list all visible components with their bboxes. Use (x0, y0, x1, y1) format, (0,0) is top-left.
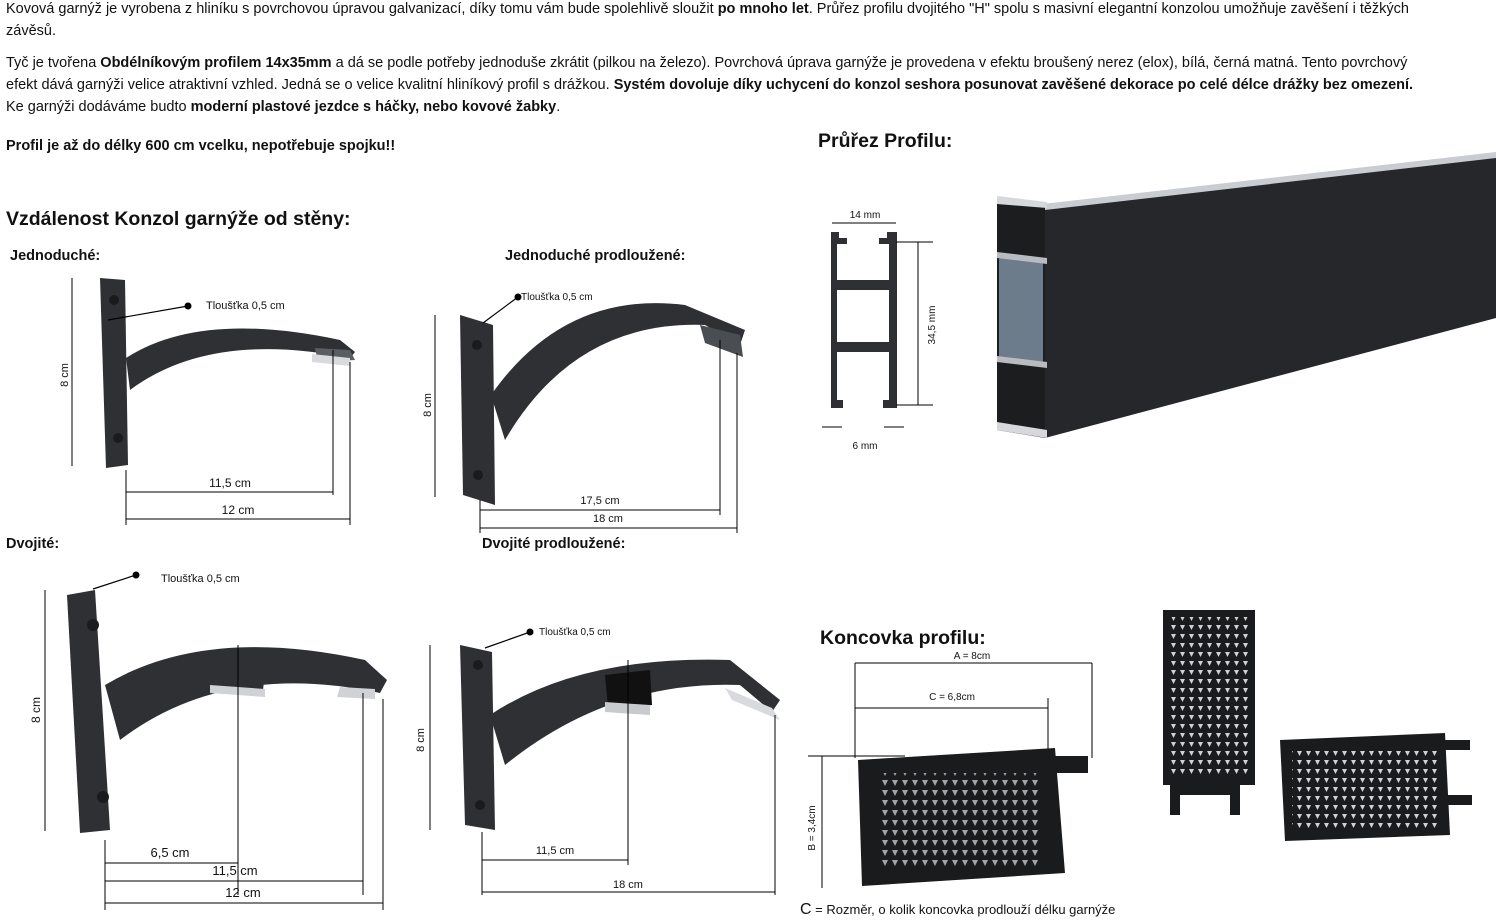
text: . Průřez profilu dvojitého "H" spolu s m… (6, 1, 1409, 39)
bold-text: Systém dovoluje díky uchycení do konzol … (613, 77, 1414, 93)
endcap-b-label: B = 3,4cm (807, 805, 818, 850)
single-bracket-title: Jednoduché: (10, 248, 101, 264)
height-label: 8 cm (59, 363, 71, 387)
profile-cross-section-figure: 14 mm 34,5 mm 6 mm (818, 205, 948, 455)
intro-paragraph-3: Profil je až do délky 600 cm vcelku, nep… (6, 138, 396, 154)
text: Kovová garnýž je vyrobena z hliníku s po… (6, 1, 718, 17)
depth-dim-2: 18 cm (593, 513, 623, 525)
endcap-photos (1160, 605, 1480, 845)
endcap-diagram: A = 8cm C = 6,8cm B = 3,4cm (800, 648, 1110, 898)
thickness-label: Tloušťka 0,5 cm (521, 292, 593, 303)
text: . (556, 99, 561, 115)
depth-dim-2: 11,5 cm (212, 863, 257, 878)
endcap-title: Koncovka profilu: (820, 627, 986, 649)
depth-dim-1: 6,5 cm (150, 845, 189, 860)
bold-text: po mnoho let (717, 1, 809, 17)
height-label: 8 cm (415, 728, 427, 752)
distance-title: Vzdálenost Konzol garnýže od stěny: (6, 208, 351, 230)
text: a dá se podle potřeby jednoduše zkrátit … (6, 55, 1408, 93)
depth-dim-1: 11,5 cm (209, 476, 251, 490)
double-ext-bracket-title: Dvojité prodloužené: (482, 536, 626, 552)
depth-dim-2: 18 cm (613, 879, 643, 891)
text: Ke garnýži dodáváme budto (6, 99, 191, 115)
profile-3d-render (985, 148, 1496, 448)
text: Tyč je tvořena (6, 55, 101, 71)
caption-letter: C (800, 901, 812, 918)
double-ext-bracket-figure: Tloušťka 0,5 cm 8 cm 11,5 cm 18 cm (410, 620, 785, 902)
double-bracket-title: Dvojité: (6, 536, 60, 552)
caption-text: = Rozměr, o kolik koncovka prodlouží dél… (811, 902, 1116, 917)
profile-title: Průřez Profilu: (818, 130, 953, 152)
profile-width-label: 14 mm (850, 210, 881, 221)
profile-slot-label: 6 mm (853, 441, 878, 452)
thickness-label: Tloušťka 0,5 cm (539, 627, 611, 638)
endcap-c-label: C = 6,8cm (929, 692, 975, 703)
bold-text: Obdélníkovým profilem 14x35mm (100, 55, 332, 71)
depth-dim-1: 17,5 cm (580, 495, 619, 507)
intro-paragraph-1: Kovová garnýž je vyrobena z hliníku s po… (6, 0, 1426, 42)
single-ext-bracket-figure: Tloušťka 0,5 cm 8 cm 17,5 cm 18 cm (415, 285, 755, 540)
depth-dim-1: 11,5 cm (536, 845, 574, 857)
depth-dim-3: 12 cm (225, 885, 260, 900)
intro-paragraph-2: Tyč je tvořena Obdélníkovým profilem 14x… (6, 52, 1426, 118)
bold-text: moderní plastové jezdce s háčky, nebo ko… (190, 99, 557, 115)
single-bracket-figure: Tloušťka 0,5 cm 8 cm 11,5 cm 12 cm (50, 270, 370, 530)
endcap-a-label: A = 8cm (954, 651, 990, 662)
double-bracket-figure: Tloušťka 0,5 cm 8 cm 6,5 cm 11,5 cm 12 c… (25, 565, 395, 917)
single-ext-bracket-title: Jednoduché prodloužené: (505, 248, 686, 264)
profile-height-label: 34,5 mm (927, 306, 938, 345)
height-label: 8 cm (422, 393, 434, 417)
height-label: 8 cm (29, 697, 43, 723)
endcap-caption: C = Rozměr, o kolik koncovka prodlouží d… (800, 901, 1115, 919)
thickness-label: Tloušťka 0,5 cm (161, 573, 240, 585)
depth-dim-2: 12 cm (222, 503, 255, 517)
thickness-label: Tloušťka 0,5 cm (206, 300, 285, 312)
